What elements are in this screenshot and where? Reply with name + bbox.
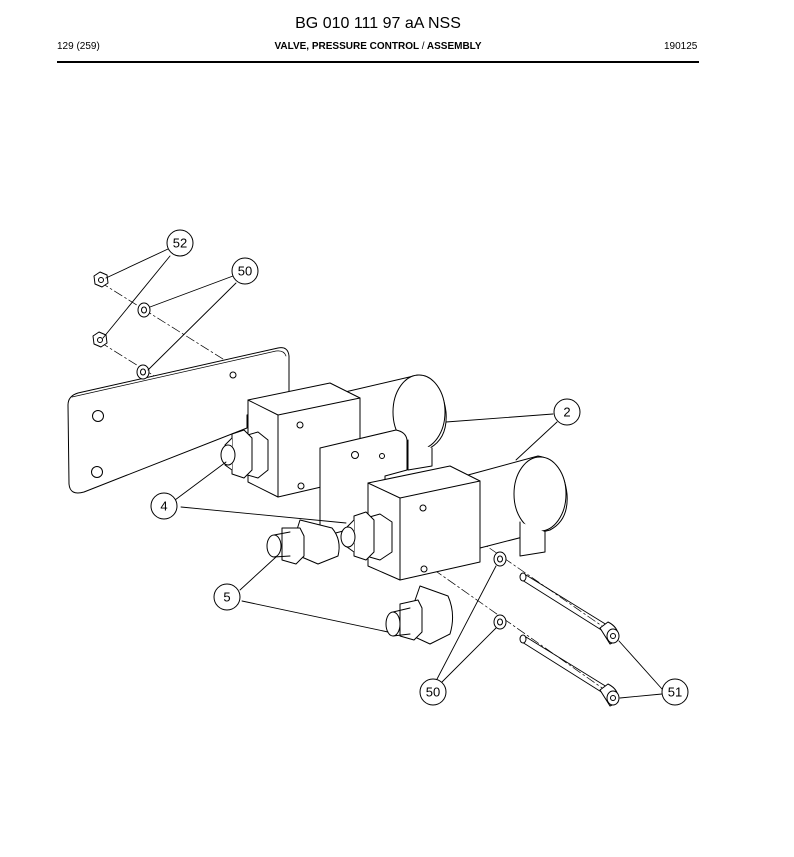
section-name: VALVE, PRESSURE CONTROL [274,41,419,52]
hex-nut [93,271,109,288]
leader-lines [102,248,663,699]
callout-label: 4 [160,499,167,514]
callout-label: 52 [173,236,187,251]
washer [136,364,150,380]
callout-label: 50 [238,264,252,279]
section-separator: / [421,41,425,52]
plate-hole [229,371,237,379]
cap-screw [519,572,620,645]
upper-elbow-fitting [266,519,340,565]
section-title: VALVE, PRESSURE CONTROL / ASSEMBLY [0,41,756,52]
plate-hole [92,410,104,422]
callout-50-top: 50 [231,257,259,285]
callout-label: 2 [563,405,570,420]
page-number: 129 (259) [57,41,100,52]
callout-5: 5 [213,583,241,611]
callout-label: 51 [668,685,682,700]
washer [493,551,507,567]
washer [137,302,151,318]
document-title: BG 010 111 97 aA NSS [295,15,461,32]
callout-label: 5 [223,590,230,605]
callout-50-bottom: 50 [419,678,447,706]
plate-hole [91,466,103,478]
subsection-name: ASSEMBLY [426,41,482,52]
washer [493,614,507,630]
callout-2: 2 [553,398,581,426]
callout-4: 4 [150,492,178,520]
hex-nut [92,331,108,348]
cap-screw [519,634,620,707]
mounting-plate [67,347,290,494]
lower-valve-block [367,465,481,581]
document-code: 190125 [664,41,698,52]
callout-label: 50 [426,685,440,700]
callout-52: 52 [166,229,194,257]
header-rule [57,61,699,63]
callout-51: 51 [661,678,689,706]
lower-solenoid-coil [467,455,568,557]
lower-elbow-fitting [385,585,454,645]
lower-front-fitting [340,511,393,561]
upper-front-fitting [220,429,269,479]
